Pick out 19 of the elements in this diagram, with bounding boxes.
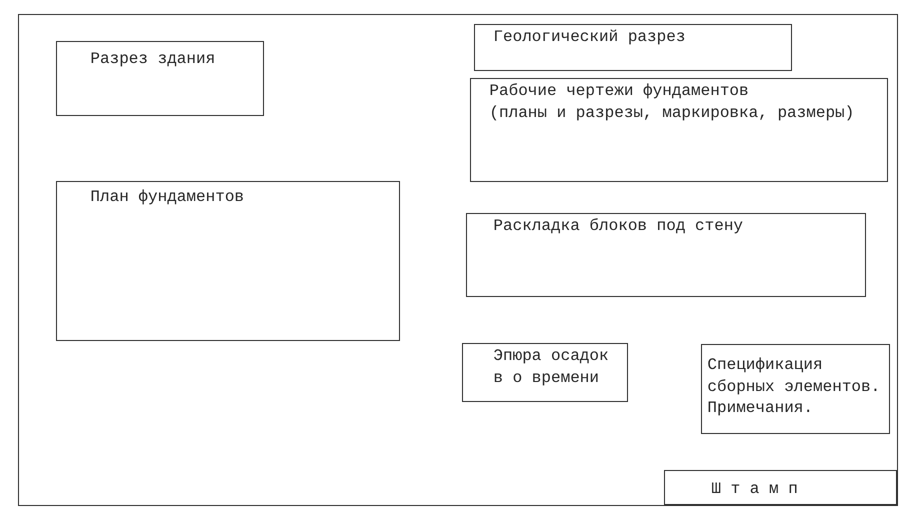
section-title: Рабочие чертежи фундаментов — [489, 81, 750, 102]
section-title: Спецификация сборных элементов. — [707, 355, 882, 398]
title-block-label: Ш т а м п — [711, 479, 799, 500]
section-title: Эпюра осадок в о времени — [493, 346, 610, 388]
drawing-section-frame — [701, 344, 890, 434]
drawing-section-frame — [56, 41, 264, 116]
section-title: Раскладка блоков под стену — [493, 216, 744, 238]
drawing-section-frame — [466, 213, 866, 298]
section-title: (планы и разрезы, маркировка, размеры) — [489, 102, 856, 124]
section-title: Геологический разрез — [493, 27, 686, 48]
section-title: Разрез здания — [90, 49, 216, 70]
drawing-section-frame — [474, 24, 792, 72]
title-block-frame — [664, 470, 898, 506]
drawing-section-frame — [56, 181, 400, 342]
drawing-section-frame — [462, 343, 628, 402]
section-title: Примечания. — [707, 398, 814, 419]
section-title: План фундаментов — [90, 187, 246, 208]
drawing-section-frame — [470, 78, 888, 182]
drawing-sheet-frame — [18, 14, 898, 506]
